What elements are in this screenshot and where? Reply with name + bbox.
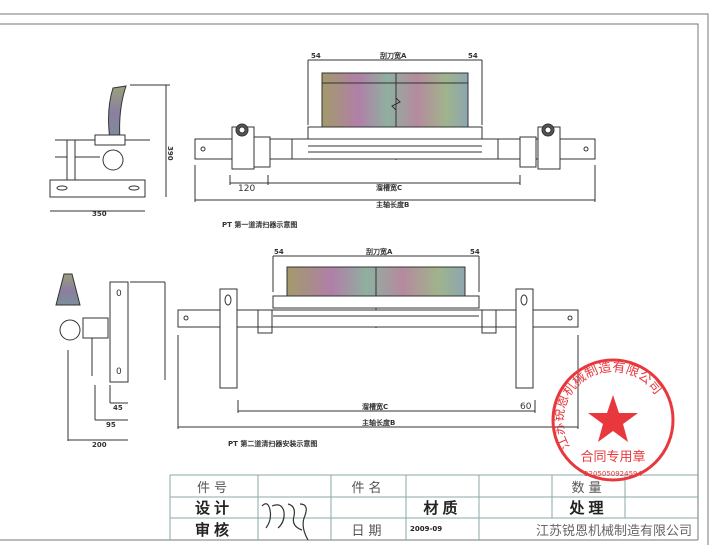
svg-text:3205050924594: 3205050924594 <box>584 470 642 478</box>
svg-text:合同专用章: 合同专用章 <box>580 449 645 465</box>
label-design: 设计 <box>194 499 233 517</box>
drawing2-caption: PT 第二道清扫器安装示意图 <box>228 439 317 448</box>
drawing2-chute-width: 溜槽宽C <box>362 402 388 411</box>
drawing2-blade-width: 刮刀宽A <box>366 247 393 256</box>
drawing2-side-mid: 95 <box>106 421 116 429</box>
svg-text:江苏锐恩机械制造有限公司: 江苏锐恩机械制造有限公司 <box>551 360 665 451</box>
sheet-border <box>0 13 709 545</box>
drawing2-front-view <box>177 255 579 429</box>
drawing1-front-view <box>194 59 596 202</box>
drawing1-caption: PT 第一道清扫器示意图 <box>222 220 297 229</box>
drawing2-dim-left: 54 <box>274 248 284 256</box>
drawing2-side-width: 200 <box>92 441 107 449</box>
svg-text:0: 0 <box>116 367 122 377</box>
drawing1-blade-width: 刮刀宽A <box>380 51 407 60</box>
drawing1-shaft-length: 主轴长度B <box>376 200 409 209</box>
signature <box>261 503 309 541</box>
company-seal: 江苏锐恩机械制造有限公司 合同专用章 3205050924594 <box>551 358 675 482</box>
drawing1-side-height: 390 <box>166 146 174 161</box>
svg-text:0: 0 <box>116 289 122 299</box>
label-part-name: 件名 <box>351 480 386 496</box>
label-review: 审核 <box>194 520 233 539</box>
drawing1-dim-right: 54 <box>468 52 478 60</box>
label-part-no: 件号 <box>196 480 231 496</box>
drawing2-dim-offset: 60 <box>520 402 532 412</box>
drawing1-dim-left: 54 <box>311 52 321 60</box>
drawing1-dim-offset: 120 <box>238 184 255 194</box>
drawing1-chute-width: 溜槽宽C <box>376 183 402 192</box>
date-value: 2009-09 <box>410 525 443 533</box>
drawing2-side-view: 0 0 <box>55 273 166 441</box>
drawing2-shaft-length: 主轴长度B <box>362 418 395 427</box>
drawing1-side-view <box>49 84 170 212</box>
label-quantity: 数量 <box>571 480 606 496</box>
label-material: 材质 <box>423 499 462 517</box>
label-treatment: 处理 <box>569 499 608 517</box>
drawing2-side-small: 45 <box>113 404 123 412</box>
drawing2-dim-right: 54 <box>470 248 480 256</box>
company-name: 江苏锐恩机械制造有限公司 <box>535 523 692 539</box>
drawing1-side-width: 350 <box>92 210 107 218</box>
label-date: 日期 <box>351 523 386 539</box>
title-block-grid <box>169 474 698 540</box>
